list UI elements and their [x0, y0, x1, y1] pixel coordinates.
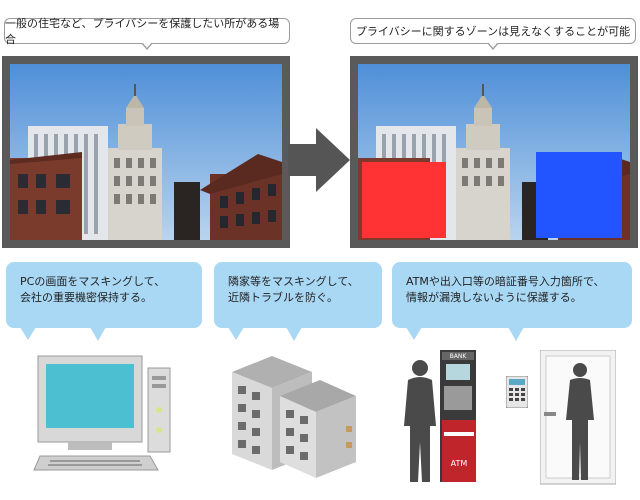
city-scene-masked [358, 64, 630, 240]
bubble-pc-tail [90, 327, 106, 341]
caption-privacy-case-text: 一般の住宅など、プライバシーを保護したい所がある場合 [5, 17, 280, 46]
atm-bank-sign: BANK [450, 353, 468, 360]
buildings-icon [232, 356, 356, 478]
bubble-pc: PCの画面をマスキングして、 会社の重要機密保持する。 [6, 262, 202, 340]
photo-original [2, 56, 290, 248]
photo-masked [350, 56, 638, 248]
bubble-atm-line2: 情報が漏洩しないように保護する。 [406, 291, 582, 304]
bubble-neighbor-tail [286, 327, 302, 341]
bubble-neighbor-line2: 近隣トラブルを防ぐ。 [228, 291, 338, 304]
city-scene-original [10, 64, 282, 240]
door-icon [540, 350, 616, 485]
bubble-neighbor: 隣家等をマスキングして、 近隣トラブルを防ぐ。 [214, 262, 382, 340]
bubble-atm: ATMや出入口等の暗証番号入力箇所で、 情報が漏洩しないように保護する。 [392, 262, 632, 340]
caption-privacy-case: 一般の住宅など、プライバシーを保護したい所がある場合 [4, 17, 290, 50]
caption-privacy-hidden: プライバシーに関するゾーンは見えなくすることが可能 [350, 18, 636, 50]
privacy-mask-left [362, 162, 446, 238]
bubble-pc-line1: PCの画面をマスキングして、 [20, 275, 166, 288]
privacy-mask-right [536, 152, 622, 238]
bubble-atm-line1: ATMや出入口等の暗証番号入力箇所で、 [406, 275, 605, 288]
desktop-pc-icon [33, 355, 171, 471]
bubble-pc-line2: 会社の重要機密保持する。 [20, 291, 152, 304]
keypad-icon [506, 376, 528, 408]
atm-icon: BANK ATM [404, 350, 476, 482]
bubble-neighbor-line1: 隣家等をマスキングして、 [228, 275, 359, 288]
bubble-atm-tail [508, 327, 524, 341]
arrow-right-icon [288, 128, 350, 192]
caption-privacy-hidden-text: プライバシーに関するゾーンは見えなくすることが可能 [355, 25, 631, 38]
atm-label: ATM [451, 459, 468, 468]
person-silhouette-icon [566, 363, 594, 480]
